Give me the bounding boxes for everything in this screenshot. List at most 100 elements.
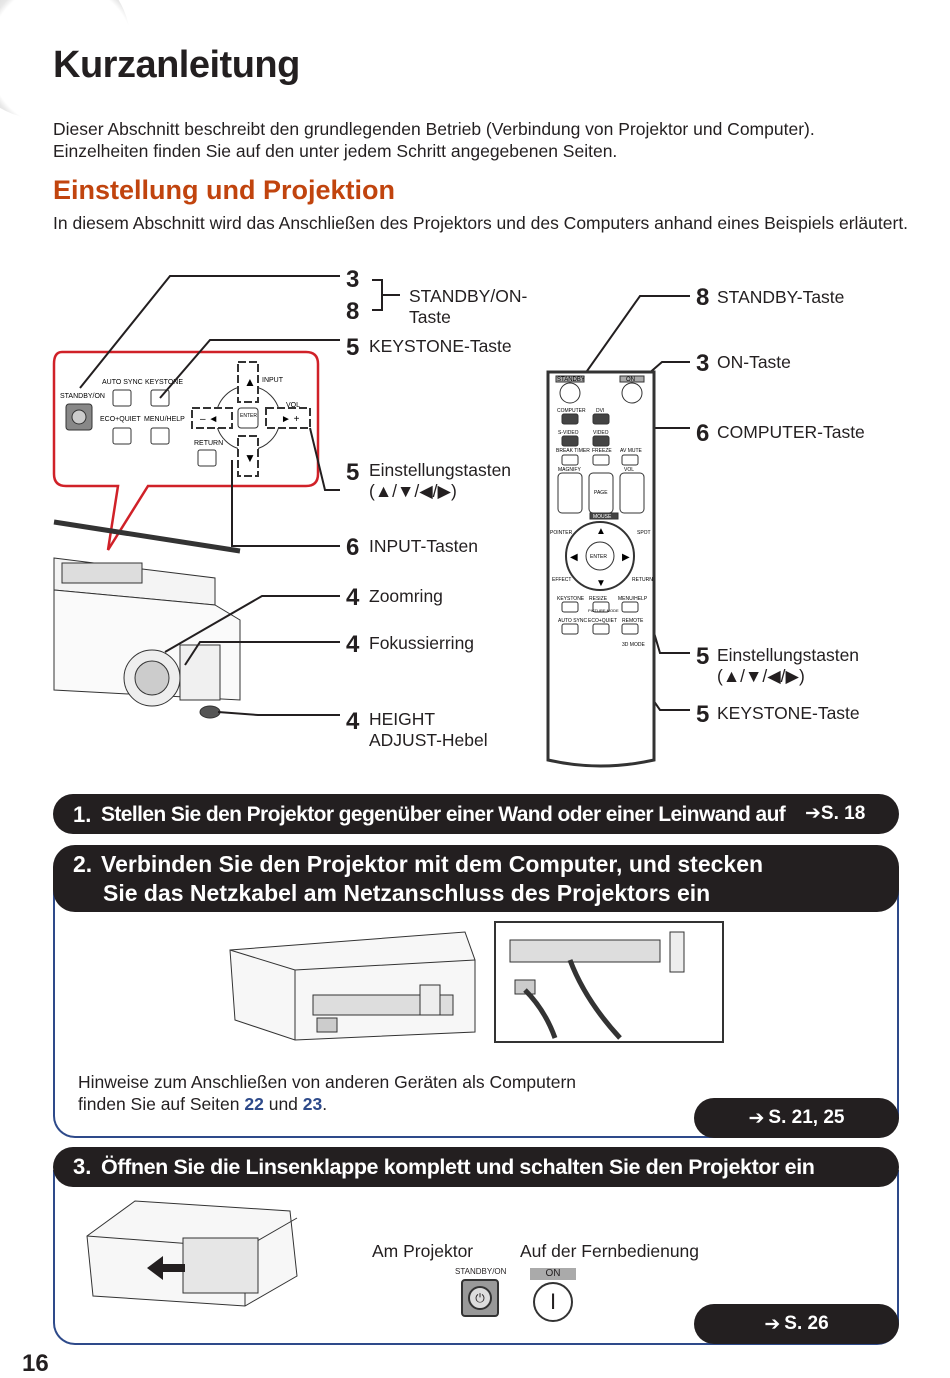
- svg-text:◀: ◀: [570, 552, 578, 563]
- step-2-ref[interactable]: ➔S. 21, 25: [694, 1098, 899, 1138]
- panel-eco-label: ECO+QUIET: [100, 416, 141, 423]
- label-standby-on: STANDBY/ON: [455, 1267, 507, 1276]
- remote-freeze-label: FREEZE: [592, 448, 612, 454]
- svg-text:– ◄: – ◄: [200, 414, 218, 425]
- callout-r-num-5b: 5: [696, 701, 710, 728]
- callout-r-num-6: 6: [696, 420, 710, 447]
- remote-resize-label: RESIZE: [589, 596, 608, 602]
- svg-text:▶: ▶: [622, 552, 630, 563]
- svg-text:▼: ▼: [596, 578, 606, 589]
- page-link-23[interactable]: 23: [302, 1094, 323, 1114]
- page-link-22[interactable]: 22: [244, 1094, 264, 1114]
- step-2-ref-label: S. 21, 25: [768, 1107, 845, 1128]
- remote-mouse-label: MOUSE: [593, 514, 612, 520]
- svg-text:▲: ▲: [244, 375, 256, 389]
- svg-text:▼: ▼: [244, 451, 256, 465]
- step-1-ref[interactable]: ➔S. 18: [805, 802, 865, 825]
- callout-input-tasten: INPUT-Tasten: [369, 536, 478, 556]
- callout-num-3: 3: [346, 266, 360, 293]
- step-1-text: Stellen Sie den Projektor gegenüber eine…: [101, 803, 786, 826]
- step-2-bar: 2. Verbinden Sie den Projektor mit dem C…: [53, 845, 899, 912]
- remote-computer-label: COMPUTER: [557, 408, 586, 414]
- step-2-note: Hinweise zum Anschließen von anderen Ger…: [78, 1071, 576, 1115]
- svg-text:▲: ▲: [596, 526, 606, 537]
- remote-menu-label: MENU/HELP: [618, 596, 648, 602]
- remote-enter-label: ENTER: [590, 554, 607, 560]
- step-2-note-line2: finden Sie auf Seiten 22 und 23.: [78, 1093, 576, 1115]
- projector-panel-zoom: STANDBY/ON AUTO SYNC KEYSTONE ECO+QUIET …: [52, 350, 320, 551]
- remote-breaktimer-label: BREAK TIMER: [556, 448, 590, 454]
- svg-text:► +: ► +: [281, 414, 300, 425]
- step-3-number: 3.: [73, 1154, 92, 1179]
- panel-keystone-label: KEYSTONE: [145, 379, 183, 386]
- step-3-ref[interactable]: ➔S. 26: [694, 1304, 899, 1344]
- callout-standby-taste: STANDBY-Taste: [717, 287, 845, 307]
- callout-einstellungstasten: Einstellungstasten (▲/▼/◀/▶): [369, 460, 512, 501]
- step-2-note-period: .: [322, 1094, 328, 1114]
- intro-text: Dieser Abschnitt beschreibt den grundleg…: [53, 119, 815, 161]
- callout-num-4a: 4: [346, 584, 360, 611]
- step-2-box: [53, 870, 899, 1138]
- remote-svideo-label: S-VIDEO: [558, 430, 579, 436]
- callout-num-4c: 4: [346, 708, 360, 735]
- remote-spot-label: SPOT: [637, 530, 651, 536]
- section-title: Einstellung und Projektion: [53, 175, 396, 205]
- remote-remote-label: REMOTE: [622, 618, 644, 624]
- remote-return-label: RETURN: [632, 577, 653, 583]
- arrow-right-icon: ➔: [748, 1107, 765, 1129]
- remote-eco-label: ECO+QUIET: [588, 618, 617, 624]
- remote-illustration: STANDBY ON COMPUTER DVI S-VIDEO VIDEO BR…: [546, 370, 656, 768]
- callout-height-adjust: HEIGHT ADJUST-Hebel: [369, 709, 488, 750]
- lens-cover-illustration: [86, 1200, 298, 1307]
- panel-standby-label: STANDBY/ON: [60, 393, 105, 400]
- callout-num-6: 6: [346, 534, 360, 561]
- label-am-projektor: Am Projektor: [372, 1241, 474, 1261]
- arrow-right-icon: ➔: [805, 803, 821, 824]
- callout-zoomring: Zoomring: [369, 586, 443, 606]
- panel-menu-label: MENU/HELP: [144, 416, 185, 423]
- step-2-line2: Sie das Netzkabel am Netzanschluss des P…: [103, 880, 711, 906]
- remote-3dmode-label: 3D MODE: [622, 642, 645, 648]
- callout-standby-on-taste: STANDBY/ON- Taste: [409, 286, 528, 327]
- remote-vol-label: VOL: [624, 467, 634, 473]
- remote-page-label: PAGE: [594, 490, 608, 496]
- callout-fokussierring: Fokussierring: [369, 633, 475, 653]
- step-2-line1: Verbinden Sie den Projektor mit dem Comp…: [101, 851, 764, 877]
- remote-dvi-label: DVI: [596, 408, 604, 414]
- step-3-bar: 3. Öffnen Sie die Linsenklappe komplett …: [53, 1147, 899, 1187]
- callout-r-num-3: 3: [696, 350, 710, 377]
- remote-autosync-label: AUTO SYNC: [558, 618, 587, 624]
- step-1-number: 1.: [73, 802, 92, 827]
- callout-on-taste: ON-Taste: [717, 352, 791, 372]
- step-1-ref-label: S. 18: [820, 803, 866, 824]
- arrow-right-icon: ➔: [764, 1313, 781, 1335]
- panel-vol-label: VOL: [286, 402, 300, 409]
- remote-standby-label: STANDBY: [557, 377, 585, 383]
- callout-r-num-8: 8: [696, 284, 710, 311]
- callout-keystone-taste: KEYSTONE-Taste: [369, 336, 512, 356]
- remote-on-label: ON: [626, 377, 635, 383]
- step-2-number: 2.: [73, 851, 93, 877]
- callout-num-8: 8: [346, 298, 360, 325]
- label-auf-der-fernbedienung: Auf der Fernbedienung: [520, 1241, 700, 1261]
- callout-r-keystone-taste: KEYSTONE-Taste: [717, 703, 860, 723]
- panel-return-label: RETURN: [194, 440, 223, 447]
- callout-r-einstellungstasten: Einstellungstasten (▲/▼/◀/▶): [717, 645, 860, 686]
- remote-effect-label: EFFECT: [552, 577, 571, 583]
- panel-input-label: INPUT: [262, 377, 284, 384]
- callout-num-4b: 4: [346, 631, 360, 658]
- projector-standby-button[interactable]: ⏻: [461, 1279, 499, 1317]
- callout-r-num-5a: 5: [696, 643, 710, 670]
- panel-autosync-label: AUTO SYNC: [102, 379, 143, 386]
- remote-pointer-label: POINTER: [550, 530, 573, 536]
- callout-num-5a: 5: [346, 334, 360, 361]
- step-2-note-line1: Hinweise zum Anschließen von anderen Ger…: [78, 1072, 577, 1092]
- remote-picturemode-label: PICTURE MODE: [588, 608, 619, 613]
- step-3-box: [53, 1170, 899, 1345]
- power-icon: ⏻: [468, 1286, 492, 1310]
- projector-illustration: [53, 519, 241, 719]
- overview-illustration: STANDBY/ON AUTO SYNC KEYSTONE ECO+QUIET …: [52, 275, 690, 768]
- page-title: Kurzanleitung: [53, 44, 300, 86]
- remote-on-button[interactable]: I: [533, 1282, 573, 1322]
- callout-computer-taste: COMPUTER-Taste: [717, 422, 865, 442]
